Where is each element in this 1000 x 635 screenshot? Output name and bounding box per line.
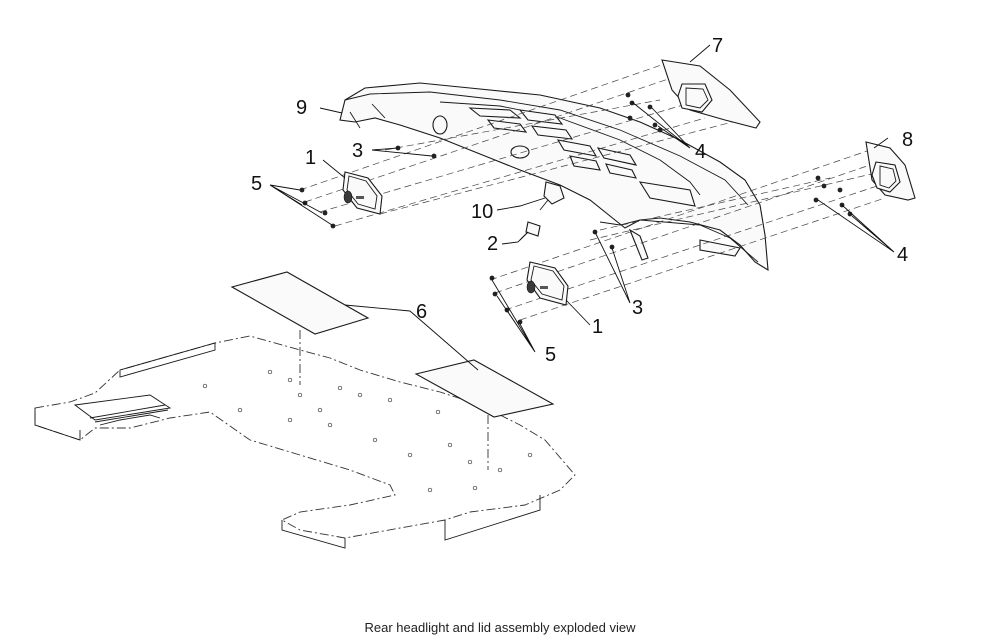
callout-7: 7 bbox=[712, 35, 723, 57]
callout-9: 9 bbox=[296, 97, 307, 119]
callout-10: 10 bbox=[471, 201, 493, 223]
diagram-caption: Rear headlight and lid assembly exploded… bbox=[364, 620, 636, 635]
headlight-right bbox=[526, 261, 569, 306]
callout-3-left: 3 bbox=[352, 140, 363, 162]
callout-4-upper: 4 bbox=[695, 141, 706, 163]
bezel-lower bbox=[865, 141, 916, 201]
callout-1-right: 1 bbox=[592, 316, 603, 338]
callout-3-right: 3 bbox=[632, 297, 643, 319]
callout-5-left: 5 bbox=[251, 173, 262, 195]
floor-pan bbox=[34, 330, 576, 549]
callout-6: 6 bbox=[416, 301, 427, 323]
pad-left bbox=[230, 271, 370, 335]
alignment-lines bbox=[299, 61, 886, 321]
callout-4-lower: 4 bbox=[897, 244, 908, 266]
headlight-left bbox=[342, 171, 383, 215]
rear-lid bbox=[339, 82, 769, 272]
callout-8: 8 bbox=[902, 129, 913, 151]
callout-5-right: 5 bbox=[545, 344, 556, 366]
pad-right bbox=[414, 359, 555, 418]
callout-1-left: 1 bbox=[305, 147, 316, 169]
fasteners bbox=[299, 92, 853, 325]
bezel-upper bbox=[661, 59, 761, 129]
leader-lines bbox=[269, 44, 895, 371]
connector-10 bbox=[539, 181, 565, 211]
callout-2: 2 bbox=[487, 233, 498, 255]
